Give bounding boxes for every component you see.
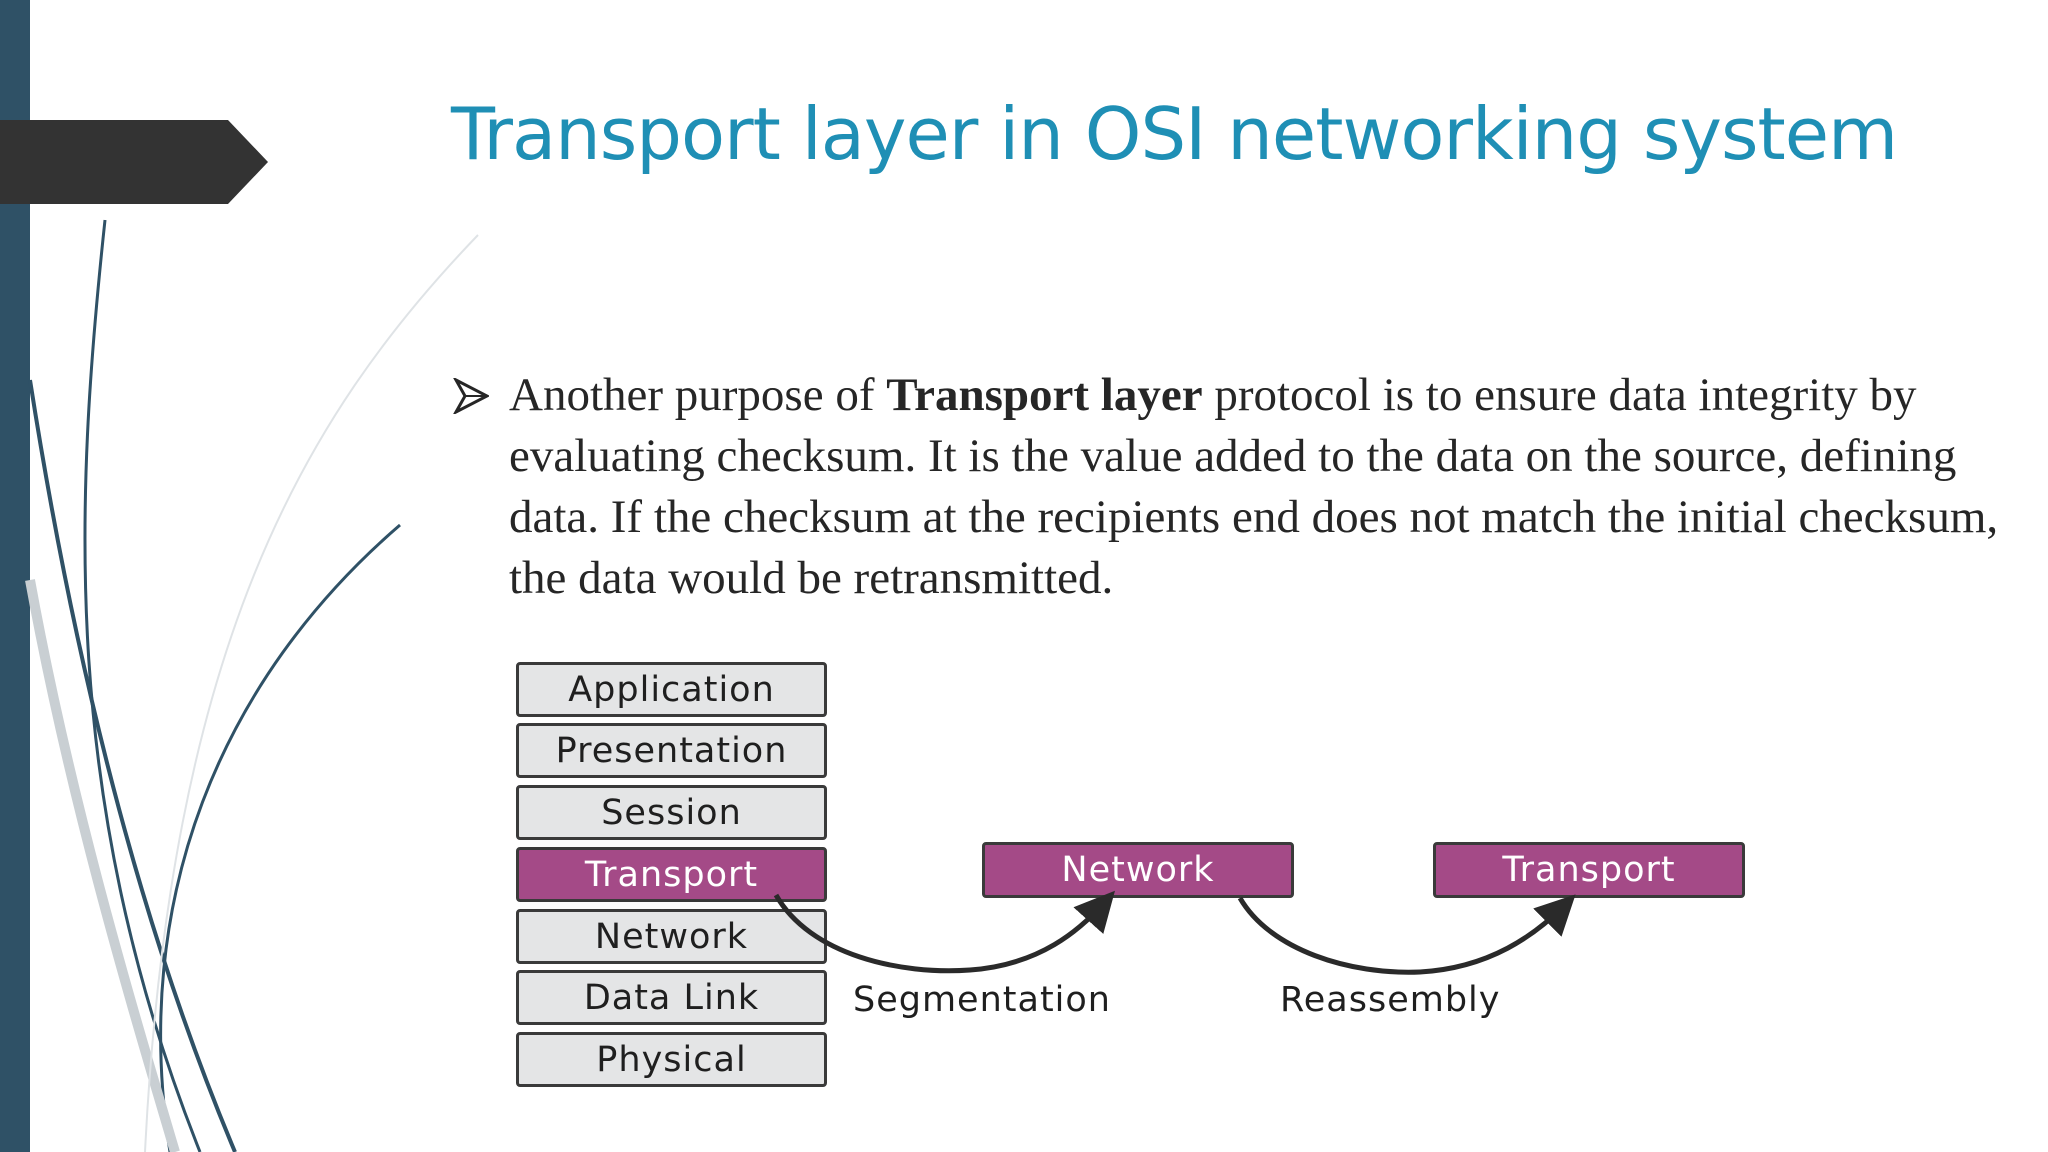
title-arrow-banner [0, 120, 268, 204]
flow-node-network: Network [982, 842, 1294, 898]
segmentation-arrow [773, 890, 1115, 974]
flow-node-transport: Transport [1433, 842, 1745, 898]
layer-network: Network [516, 909, 827, 964]
bullet-text-end: protocol is to ensure data integrity by … [509, 369, 1999, 604]
layer-physical: Physical [516, 1032, 827, 1087]
decorative-curves [25, 219, 479, 1152]
layer-transport: Transport [516, 847, 827, 902]
bullet-text: Another purpose of Transport layer proto… [509, 365, 2013, 609]
segmentation-label: Segmentation [853, 980, 1111, 1020]
arrow-bullet-icon [453, 378, 489, 414]
layer-presentation: Presentation [516, 723, 827, 778]
reassembly-arrow [1237, 894, 1576, 975]
bullet-text-bold: Transport layer [886, 369, 1203, 421]
layer-data-link: Data Link [516, 970, 827, 1025]
bullet-text-start: Another purpose of [509, 369, 887, 421]
layer-application: Application [516, 662, 827, 717]
layer-session: Session [516, 785, 827, 840]
bullet-point: Another purpose of Transport layer proto… [453, 365, 2013, 609]
reassembly-label: Reassembly [1280, 980, 1501, 1020]
page-title: Transport layer in OSI networking system [451, 92, 1898, 176]
